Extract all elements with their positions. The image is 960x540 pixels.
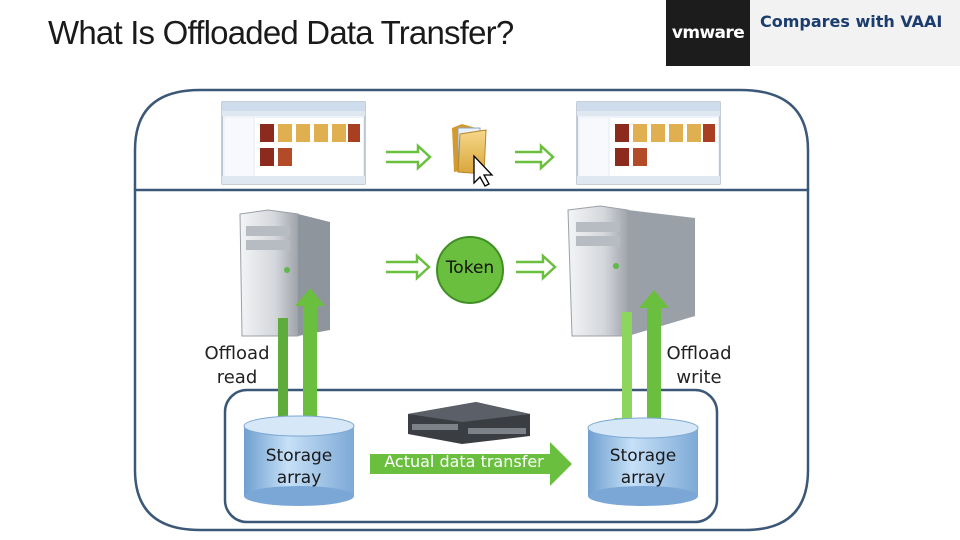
storage-left-label: Storage array bbox=[265, 446, 333, 488]
arrow-icon bbox=[386, 253, 431, 281]
flow-arrows bbox=[386, 143, 557, 281]
arrow-icon bbox=[516, 253, 557, 281]
storage-right-label: Storage array bbox=[609, 446, 677, 488]
vmware-compare-text: Compares with VAAI bbox=[760, 12, 943, 31]
data-transfer-arrow bbox=[370, 442, 572, 486]
vmware-logo: vmware bbox=[666, 0, 750, 66]
storage-frame bbox=[223, 388, 719, 524]
storage-array-right bbox=[587, 417, 699, 506]
offload-read-label: Offload read bbox=[204, 343, 270, 388]
data-transfer-label: Actual data transfer bbox=[384, 452, 544, 471]
page-title: What Is Offloaded Data Transfer? bbox=[48, 14, 514, 51]
arrow-icon bbox=[386, 143, 432, 171]
cursor-icon bbox=[473, 154, 494, 187]
offload-read-arrows bbox=[270, 288, 325, 438]
explorer-window-left bbox=[221, 101, 366, 185]
offload-write-arrows bbox=[614, 290, 669, 438]
main-frame bbox=[133, 88, 810, 532]
token-label: Token bbox=[445, 258, 495, 278]
offload-write-label: Offload write bbox=[666, 343, 732, 388]
explorer-window-right bbox=[576, 101, 721, 185]
storage-array-left bbox=[243, 415, 355, 506]
rack-storage-unit bbox=[408, 402, 530, 444]
token-circle bbox=[436, 236, 504, 304]
arrow-icon bbox=[515, 143, 555, 171]
